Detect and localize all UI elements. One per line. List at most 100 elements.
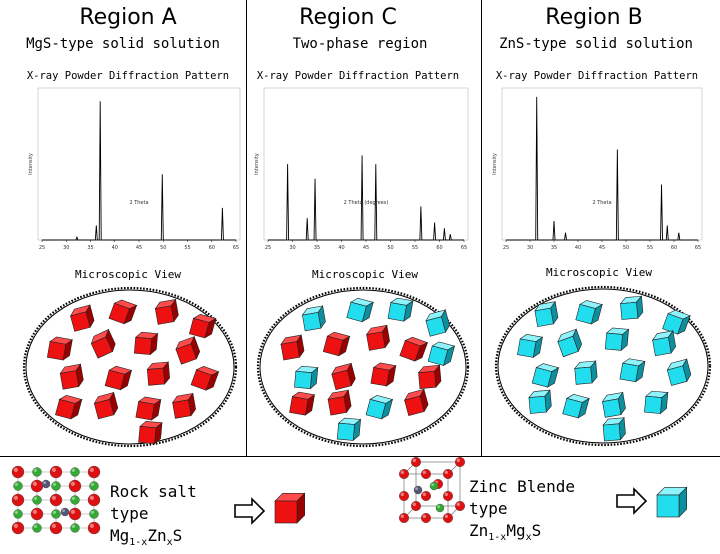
sample-boundary-inner <box>259 289 467 445</box>
arrow-right-icon <box>234 497 266 525</box>
zincblende-cube-icon <box>656 486 688 518</box>
atom <box>443 491 454 502</box>
x-tick-label: 40 <box>338 245 344 251</box>
atom <box>429 481 439 491</box>
rocksalt-crystal <box>59 363 84 390</box>
region-b-subtitle: ZnS-type solid solution <box>499 36 693 52</box>
rocksalt-crystal <box>135 396 162 421</box>
zincblende-crystal <box>666 358 692 386</box>
x-tick-label: 45 <box>599 245 605 251</box>
x-axis-label: 2 Theta (degrees) <box>344 200 389 206</box>
atom <box>13 481 23 491</box>
x-tick-label: 25 <box>503 245 509 251</box>
zincblende-legend: Zinc Blende type Zn1-xMgxS <box>469 476 619 549</box>
rocksalt-crystal <box>417 364 442 389</box>
x-tick-label: 35 <box>87 245 93 251</box>
y-axis-label: Intensity <box>492 153 498 175</box>
region-a-xrd-label: X-ray Powder Diffraction Pattern <box>26 70 230 82</box>
x-tick-label: 55 <box>412 245 418 251</box>
x-tick-label: 60 <box>436 245 442 251</box>
atom <box>443 513 454 524</box>
atom <box>11 493 25 507</box>
sample-boundary-inner <box>497 288 709 444</box>
diffraction-trace <box>506 96 698 241</box>
microscopic-view-b <box>494 285 712 447</box>
zincblende-crystal <box>301 305 326 332</box>
x-axis-label: 2 Theta <box>129 200 148 206</box>
rocksalt-legend: Rock salt type Mg1-xZnxS <box>110 481 240 554</box>
rocksalt-crystal <box>93 391 119 420</box>
atom <box>70 467 80 477</box>
x-tick-label: 30 <box>527 245 533 251</box>
zincblende-crystal <box>574 360 598 385</box>
atom <box>70 495 80 505</box>
divider-left <box>246 0 247 456</box>
x-tick-label: 60 <box>671 245 677 251</box>
rocksalt-crystal <box>327 389 352 416</box>
x-tick-label: 45 <box>363 245 369 251</box>
rocksalt-crystal <box>188 314 217 339</box>
atom <box>89 481 99 491</box>
plot-frame <box>501 87 703 241</box>
region-b-xrd-label: X-ray Powder Diffraction Pattern <box>495 70 699 82</box>
rocksalt-cube-icon <box>274 492 306 524</box>
rocksalt-crystal <box>399 336 429 362</box>
zincblende-crystal <box>534 300 559 328</box>
zincblende-crystal <box>528 389 552 414</box>
atom <box>398 468 410 480</box>
atom <box>398 491 410 502</box>
rocksalt-crystal <box>104 365 133 391</box>
zincblende-crystal <box>557 328 583 358</box>
rocksalt-lattice-icon <box>11 465 101 535</box>
atom <box>70 523 80 533</box>
atom <box>410 501 422 512</box>
zincblende-crystal <box>517 334 544 359</box>
atom <box>87 521 101 535</box>
rocksalt-crystal <box>280 334 305 361</box>
atom <box>443 468 454 480</box>
region-a-title: Region A <box>79 5 177 30</box>
y-axis-label: Intensity <box>28 153 34 175</box>
zincblende-crystal <box>425 309 450 337</box>
atom <box>11 521 25 535</box>
atom <box>68 507 82 521</box>
x-tick-label: 65 <box>695 245 701 251</box>
x-tick-label: 55 <box>647 245 653 251</box>
atom <box>60 507 70 517</box>
zincblende-crystal <box>575 300 603 325</box>
atom <box>51 509 61 519</box>
zincblende-crystal <box>644 390 669 415</box>
rocksalt-crystal <box>289 391 316 416</box>
plot-frame <box>37 87 241 241</box>
atom <box>421 491 432 502</box>
rocksalt-crystal <box>274 492 306 524</box>
arrow-shape <box>234 497 266 525</box>
zincblende-crystal <box>604 327 630 352</box>
region-b-micro-label: Microscopic View <box>546 266 652 279</box>
atom <box>13 509 23 519</box>
zincblende-crystal <box>336 417 362 442</box>
rocksalt-label: Rock salt type <box>110 482 197 523</box>
rocksalt-crystal <box>46 336 74 361</box>
rocksalt-crystal <box>403 388 429 417</box>
arrow-shape <box>616 487 648 515</box>
atom <box>455 456 466 468</box>
atom <box>30 479 44 493</box>
plot-frame <box>263 87 469 241</box>
region-c-subtitle: Two-phase region <box>292 36 428 52</box>
atom <box>11 465 25 479</box>
diffraction-trace <box>42 101 236 241</box>
x-tick-label: 65 <box>233 245 239 251</box>
zincblende-crystal <box>427 341 456 367</box>
atom <box>87 493 101 507</box>
y-axis-label: Intensity <box>254 153 260 175</box>
rocksalt-crystal <box>146 361 170 386</box>
rocksalt-crystal <box>133 331 159 356</box>
zincblende-crystal <box>294 365 319 390</box>
rocksalt-crystal <box>365 324 390 351</box>
rocksalt-crystal <box>138 420 163 445</box>
zincblende-formula: Zn1-xMgxS <box>469 521 542 544</box>
atom <box>68 479 82 493</box>
